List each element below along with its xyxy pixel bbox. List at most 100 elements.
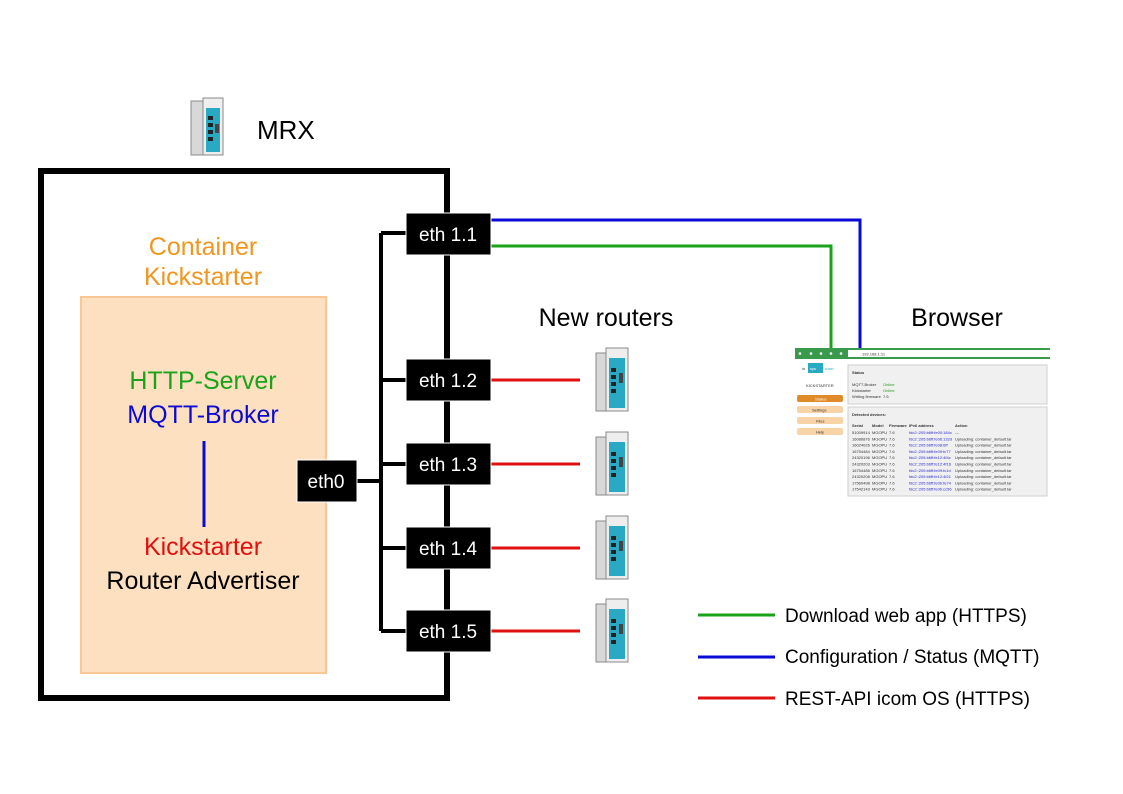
browser-table-cell: 16754484 — [852, 449, 871, 454]
browser-nav-files[interactable]: Files — [816, 419, 824, 424]
browser-table-cell: 7.6 — [889, 468, 895, 473]
browser-table-cell: MGOPU — [872, 449, 887, 454]
browser-url: 192.168.1.11 — [862, 352, 886, 357]
legend: Download web app (HTTPS) Configuration /… — [698, 606, 1039, 710]
port-eth-1-1-label: eth 1.1 — [419, 225, 477, 246]
browser-table-cell: Uploading: container_default.tar — [955, 436, 1012, 441]
browser-table-cell: MGOPU — [872, 487, 887, 492]
browser-table-cell: Uploading: container_default.tar — [955, 443, 1012, 448]
legend-label-rest: REST-API icom OS (HTTPS) — [785, 689, 1030, 710]
mqtt-connection-line — [490, 218, 862, 349]
browser-table-cell: 7.6 — [889, 455, 895, 460]
router-icon-1 — [595, 347, 629, 412]
browser-table-header: Model — [872, 423, 884, 428]
port-eth-1-3: eth 1.3 — [405, 442, 492, 486]
browser-logo-mid: sys — [810, 366, 816, 371]
browser-table-cell: fdc2::205:b6ff:fe12:4f21 — [909, 474, 952, 479]
browser-table-cell: MGOPU — [872, 462, 887, 467]
browser-title: Browser — [911, 304, 1003, 332]
port-eth0: eth0 — [296, 459, 358, 503]
browser-table-cell: fdc2::205:b6ff:fe08:6ff — [909, 443, 948, 448]
browser-table-cell: 24320196 — [852, 455, 871, 460]
port-eth-1-2-label: eth 1.2 — [419, 371, 477, 392]
router-advertiser-label: Router Advertiser — [106, 567, 299, 595]
browser-table-cell: MGOPU — [872, 430, 887, 435]
browser-table-cell: Uploading: container_default.tar — [955, 449, 1012, 454]
mrx-label: MRX — [257, 115, 315, 145]
port-eth-1-5: eth 1.5 — [405, 609, 492, 653]
browser-table-cell: Uploading: container_default.tar — [955, 487, 1012, 492]
legend-label-download: Download web app (HTTPS) — [785, 606, 1027, 627]
browser-table-cell: fdc2::205:b6ff:fe00:184c — [909, 430, 952, 435]
browser-logo-right: icom — [825, 366, 834, 371]
browser-table-cell: MGOPU — [872, 480, 887, 485]
container-title-line2: Kickstarter — [144, 263, 262, 291]
port-eth-1-2: eth 1.2 — [405, 358, 492, 402]
browser-table-cell: fdc2::205:b6ff:fe0b:fe74 — [909, 480, 952, 485]
browser-table-cell: fdc2::205:b6ff:fe12:4f16 — [909, 462, 952, 467]
browser-screenshot: 192.168.1.11 in sys icom KICKSTARTER Sta… — [795, 348, 1050, 500]
browser-nav-status[interactable]: Status — [815, 397, 826, 402]
browser-status-k2: Writing firmware — [852, 394, 882, 399]
mrx-device-icon — [190, 97, 224, 156]
switch-bus — [357, 231, 408, 633]
browser-devices-title: Detected devices: — [852, 412, 886, 417]
port-eth-1-5-label: eth 1.5 — [419, 622, 477, 643]
browser-status-k0: MQTT-Broker — [852, 382, 877, 387]
browser-nav-help[interactable]: Help — [816, 430, 825, 435]
browser-table-cell: fdc2::205:b6ff:fe06:132d — [909, 436, 952, 441]
browser-table-header: Serial — [852, 423, 863, 428]
browser-table-cell: Uploading: container_default.tar — [955, 480, 1012, 485]
browser-table-cell: 7.6 — [889, 462, 895, 467]
browser-table-cell: 16024026 — [852, 443, 871, 448]
new-routers-title: New routers — [539, 304, 674, 332]
browser-table-cell: 7.6 — [889, 443, 895, 448]
browser-table-cell: MGOPU — [872, 474, 887, 479]
browser-table-cell: 16086876 — [852, 436, 871, 441]
browser-table-cell: Uploading: container_default.tar — [955, 468, 1012, 473]
router-icon-2 — [595, 431, 629, 496]
browser-app-name: KICKSTARTER — [806, 383, 834, 388]
browser-table-cell: 7.6 — [889, 480, 895, 485]
browser-table-cell: fdc2::205:b6ff:fe09:fc77 — [909, 449, 952, 454]
browser-nav-settings[interactable]: Settings — [812, 408, 826, 413]
browser-table-cell: 17560498 — [852, 480, 871, 485]
browser-table-cell: 7.6 — [889, 474, 895, 479]
browser-table-cell: fdc2::205:b6ff:fe09:fc1d — [909, 468, 951, 473]
browser-table-cell: Uploading: container_default.tar — [955, 474, 1012, 479]
browser-table-cell: fdc2::205:b6ff:fe0b:cc56 — [909, 487, 952, 492]
browser-table-cell: 7.6 — [889, 487, 895, 492]
browser-table-cell: 7.6 — [889, 436, 895, 441]
port-eth0-label: eth0 — [308, 472, 345, 493]
port-eth-1-1: eth 1.1 — [405, 212, 492, 256]
port-eth-1-4: eth 1.4 — [405, 526, 492, 570]
browser-table-cell: MGOPU — [872, 436, 887, 441]
browser-table-cell: MGOPU — [872, 443, 887, 448]
port-eth-1-3-label: eth 1.3 — [419, 455, 477, 476]
https-download-line — [490, 244, 833, 349]
container-title-line1: Container — [149, 233, 257, 261]
router-icon-4 — [595, 598, 629, 663]
http-server-label: HTTP-Server — [129, 367, 276, 395]
browser-table-cell: MGOPU — [872, 455, 887, 460]
port-eth-1-4-label: eth 1.4 — [419, 539, 478, 560]
legend-label-config: Configuration / Status (MQTT) — [785, 647, 1039, 668]
browser-table-cell: 7.6 — [889, 449, 895, 454]
browser-logo-left: in — [802, 366, 805, 371]
browser-table-header: Firmware — [889, 423, 908, 428]
browser-table-header: IPv6 address — [909, 423, 934, 428]
browser-table-cell: --- — [955, 430, 960, 435]
browser-status-v1: Online — [883, 388, 895, 393]
kickstarter-label: Kickstarter — [144, 533, 262, 561]
browser-status-k1: Kickstarter — [852, 388, 872, 393]
browser-status-v0: Online — [883, 382, 895, 387]
browser-table-cell: 51009914 — [852, 430, 871, 435]
browser-table-cell: MGOPU — [872, 468, 887, 473]
browser-table-cell: Uploading: container_default.tar — [955, 455, 1012, 460]
browser-table-cell: 17542143 — [852, 487, 871, 492]
browser-status-v2: 7.6 — [883, 394, 889, 399]
browser-table-header: Action — [955, 423, 968, 428]
browser-table-cell: fdc2::205:b6ff:fe12:4f4c — [909, 455, 951, 460]
